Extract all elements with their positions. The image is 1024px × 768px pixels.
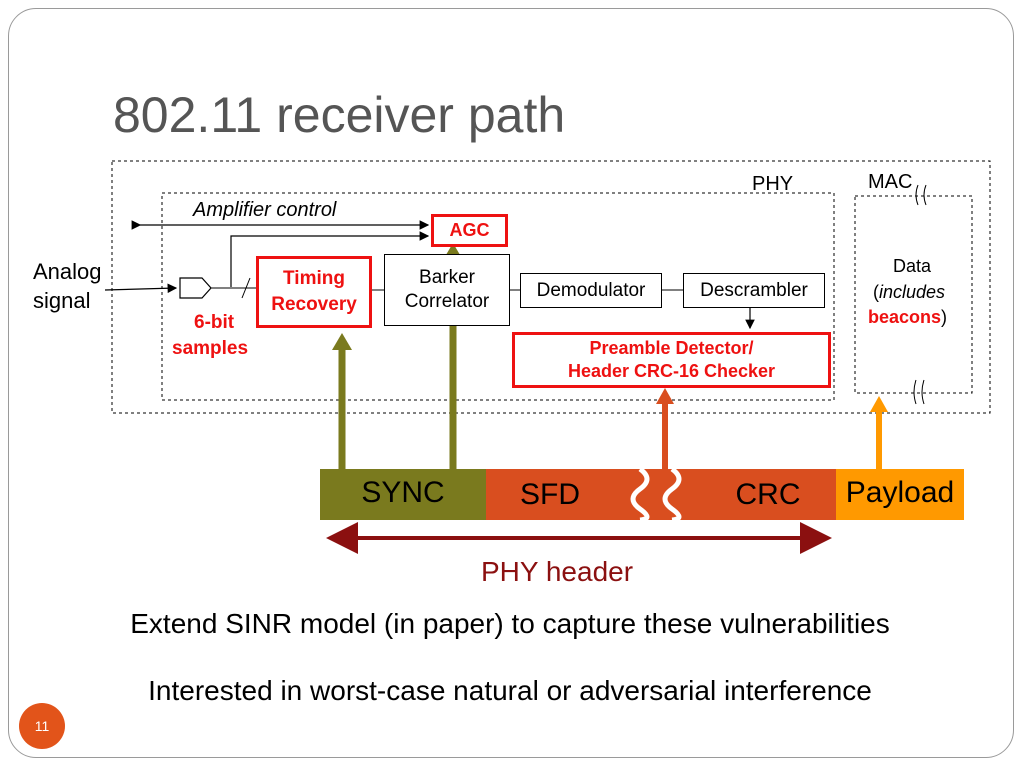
payload-to-mac-arrowhead — [870, 396, 888, 412]
agc-feedback-line — [230, 231, 430, 287]
analog-label-line1: Analog — [33, 259, 102, 284]
packet-payload-segment: Payload — [836, 469, 964, 520]
packet-crc-segment: CRC — [700, 469, 836, 520]
timing-recovery-line1: Timing — [283, 268, 345, 289]
bullet-2: Interested in worst-case natural or adve… — [148, 675, 872, 706]
amplifier-control-label: Amplifier control — [193, 199, 337, 221]
mac-break-bottom — [913, 379, 925, 405]
phy-header-label: PHY header — [481, 556, 634, 587]
sfd-label: SFD — [520, 477, 580, 511]
bus-slash — [241, 277, 251, 299]
mac-label: MAC — [868, 171, 913, 193]
preamble-line1: Preamble Detector/ — [589, 338, 754, 358]
demodulator-block: Demodulator — [520, 273, 662, 308]
barker-line1: Barker — [419, 267, 475, 288]
phy-dashed-region — [161, 192, 835, 401]
packet-gap-segment — [614, 469, 700, 520]
phy-label: PHY — [752, 173, 794, 195]
sfd-to-preamble-arrowhead — [656, 388, 674, 404]
analog-label-line2: signal — [33, 288, 91, 313]
page-number-badge: 11 — [19, 703, 65, 749]
mac-data-label: Data — [893, 256, 932, 276]
packet-sync-segment: SYNC — [320, 469, 486, 520]
includes-open-paren: ( — [873, 282, 879, 302]
samples-label: samples — [172, 338, 249, 359]
slide-title: 802.11 receiver path — [113, 87, 566, 143]
timing-recovery-block: Timing Recovery — [256, 256, 372, 328]
preamble-detector-block: Preamble Detector/ Header CRC-16 Checker — [512, 332, 831, 388]
six-bit-label: 6-bit — [194, 312, 235, 333]
barker-correlator-block: Barker Correlator — [384, 254, 510, 326]
barker-line2: Correlator — [404, 291, 490, 312]
mac-includes-label: (includes — [873, 282, 945, 303]
preamble-line2: Header CRC-16 Checker — [567, 361, 776, 381]
payload-label: Payload — [845, 475, 955, 509]
agc-label: AGC — [449, 220, 490, 240]
sync-label: SYNC — [361, 475, 445, 509]
includes-word: includes — [879, 282, 946, 302]
packet-gap-wave — [630, 466, 682, 523]
page-number: 11 — [34, 718, 50, 734]
packet-sfd-segment: SFD — [486, 469, 614, 520]
beacons-close-paren: ) — [941, 307, 948, 327]
mac-beacons-label: beacons) — [868, 307, 947, 328]
outer-dashed-region — [111, 160, 991, 414]
descrambler-label: Descrambler — [700, 279, 808, 301]
demodulator-label: Demodulator — [536, 279, 646, 301]
timing-recovery-line2: Recovery — [271, 294, 357, 315]
agc-block: AGC — [431, 214, 508, 247]
sync-to-timing-arrowhead — [332, 333, 352, 350]
slide-frame — [8, 8, 1014, 758]
descrambler-block: Descrambler — [683, 273, 825, 308]
analog-input-arrow — [104, 283, 178, 294]
beacons-word: beacons — [868, 307, 942, 327]
crc-label: CRC — [735, 477, 801, 511]
bullet-1: Extend SINR model (in paper) to capture … — [130, 608, 890, 639]
mac-dashed-region — [854, 195, 973, 394]
adc-block — [179, 277, 212, 299]
mac-break-top — [915, 184, 927, 206]
